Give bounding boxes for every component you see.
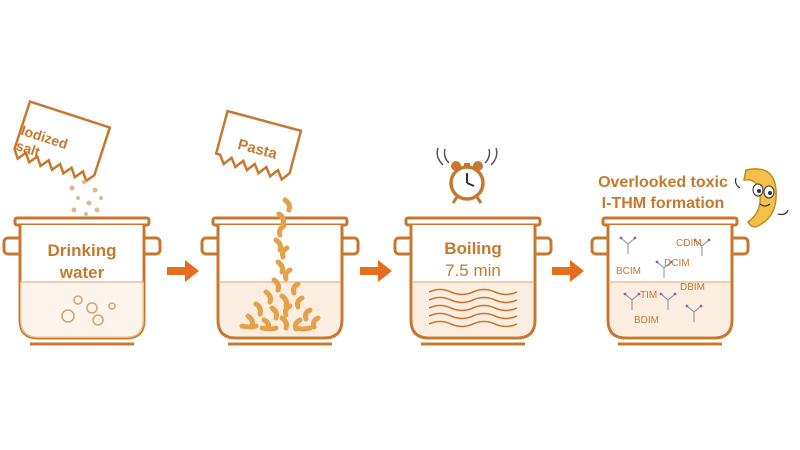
boiling-waves xyxy=(428,288,518,328)
step-1-drinking-water xyxy=(2,100,162,346)
compound-bcim: BCIM xyxy=(616,266,641,277)
pot-1 xyxy=(2,216,162,346)
drinking-water-line-2: water xyxy=(59,263,105,282)
compound-bdim: BDIM xyxy=(634,315,659,326)
boiling-line-1: Boiling xyxy=(444,239,502,258)
compound-dbim: DBIM xyxy=(680,282,705,293)
arrow-2 xyxy=(360,260,392,282)
ithm-title-line-1: Overlooked toxic xyxy=(598,174,728,191)
compound-tim: TIM xyxy=(640,290,658,301)
ithm-title-line-2: I-THM formation xyxy=(601,195,725,212)
step-3-boiling xyxy=(393,147,553,346)
pot-3 xyxy=(393,216,553,346)
macaroni-mascot-icon xyxy=(734,168,789,228)
pasta-pieces xyxy=(239,197,321,332)
arrow-1 xyxy=(167,260,199,282)
alarm-clock-icon xyxy=(436,147,498,204)
arrow-3 xyxy=(552,260,584,282)
pasta-packet xyxy=(214,109,303,182)
boiling-label: Boiling 7.5 min xyxy=(423,238,523,282)
ithm-title: Overlooked toxic I-THM formation xyxy=(588,172,738,214)
compound-dcim: DCIM xyxy=(664,258,690,269)
boiling-line-2: 7.5 min xyxy=(445,261,501,280)
step-4-ithm xyxy=(590,168,789,346)
water-bubbles xyxy=(61,295,116,326)
step-2-pasta xyxy=(200,109,360,346)
drinking-water-label: Drinking water xyxy=(32,240,132,284)
pot-4 xyxy=(590,216,750,346)
compound-cdim: CDIM xyxy=(676,238,702,249)
drinking-water-line-1: Drinking xyxy=(47,241,117,260)
iodized-salt-packet xyxy=(13,100,112,183)
